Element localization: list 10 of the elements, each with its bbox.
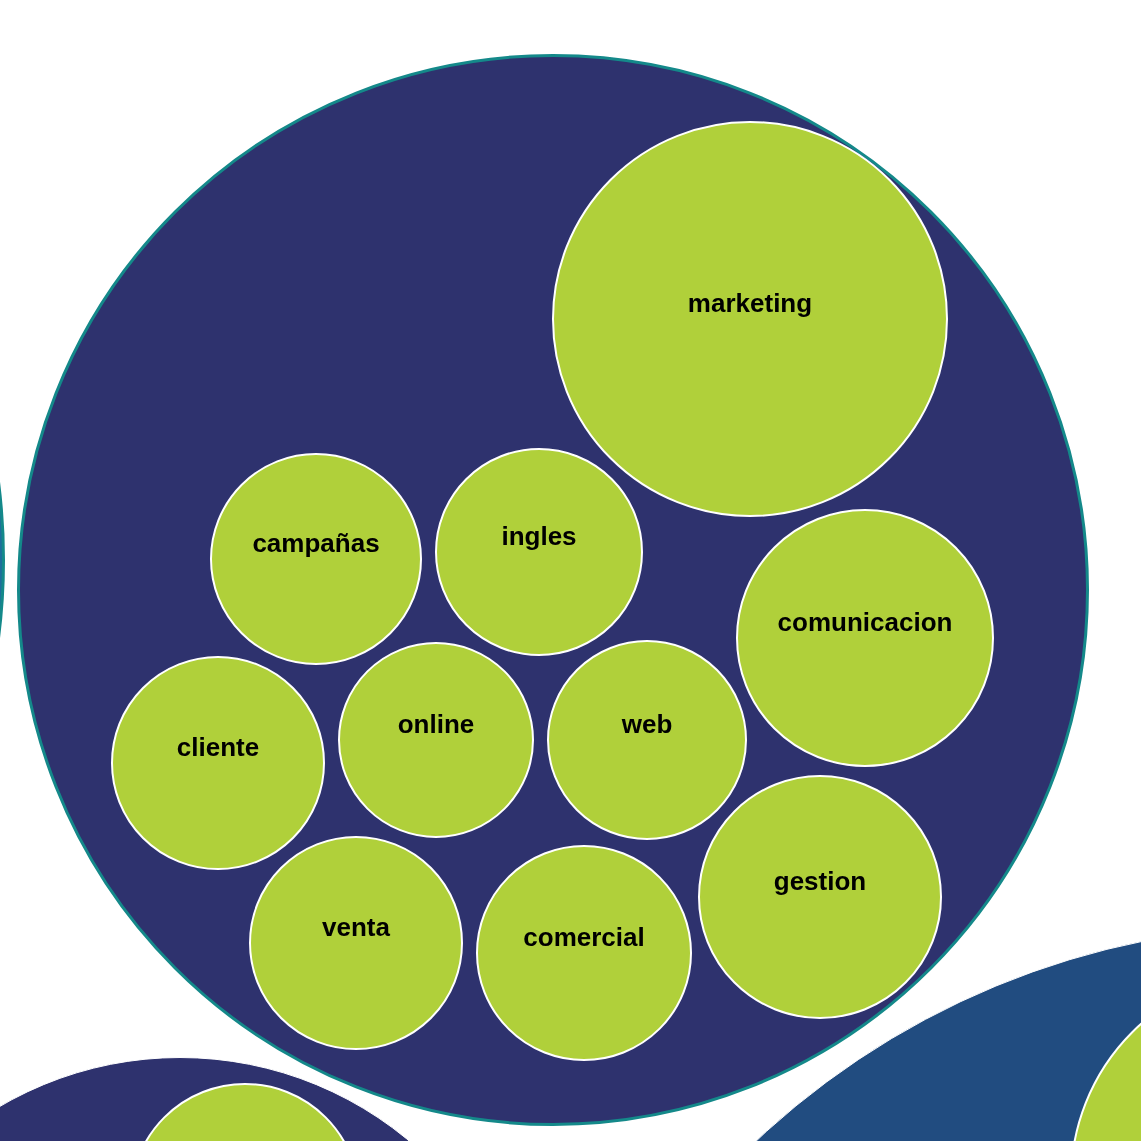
bubble-label: comercial [523, 921, 645, 953]
bubble-label: gestion [773, 865, 867, 897]
bubble-label: campañas [252, 527, 380, 559]
bubble-label: marketing [687, 287, 813, 319]
bubble-label: venta [322, 911, 390, 943]
bubble-label: online [397, 708, 475, 740]
bubble-label: comunicacion [777, 606, 953, 638]
bubble-label: web [621, 708, 673, 740]
bubble-label: cliente [176, 731, 260, 763]
bubble-label: ingles [501, 520, 577, 552]
